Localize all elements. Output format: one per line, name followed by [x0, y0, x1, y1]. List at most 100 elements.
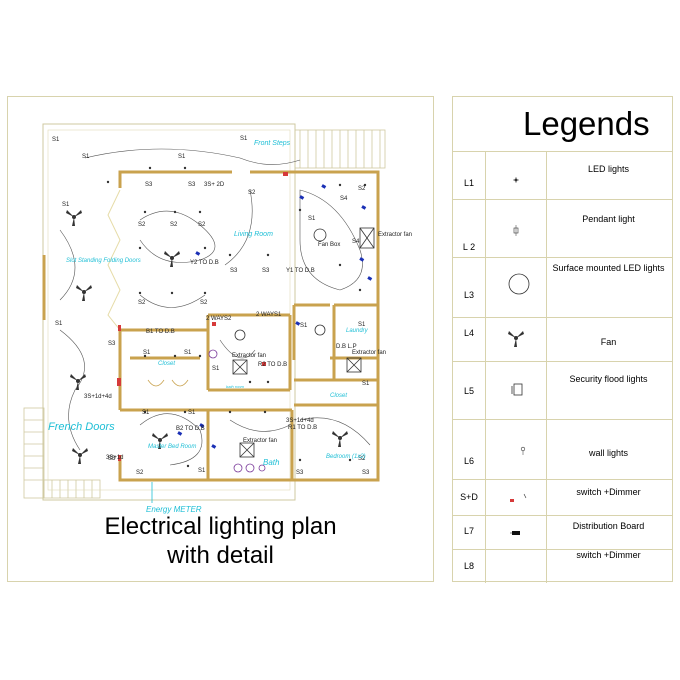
switch-label: S2	[170, 222, 178, 228]
energy-meter-label: Energy METER	[146, 505, 202, 514]
switch-label: S1	[212, 366, 220, 372]
folding-doors	[107, 189, 121, 331]
legend-code: L1	[463, 178, 474, 188]
switch-label: S3	[188, 182, 196, 188]
switch-label: S2	[200, 300, 208, 306]
room-label: Slot Standing Folding Doors	[66, 258, 141, 264]
legend-row: L4 Fan	[453, 317, 672, 362]
switch-label: S1	[142, 410, 150, 416]
circuit-label: B1 TO D.B	[146, 329, 175, 335]
led-light-icon	[485, 152, 547, 200]
db-lp-label: D.B L.P	[336, 344, 357, 350]
switch-label: S1	[184, 350, 192, 356]
circuit-label: Y2 TO D.B	[190, 260, 219, 266]
switch-label: S1	[358, 322, 366, 328]
room-label: Laundry	[346, 328, 369, 334]
legend-code: L4	[463, 328, 474, 338]
legend-row: L1 LED lights	[453, 151, 672, 200]
legend-row: L 2 Pendant light	[453, 199, 672, 258]
legend-code: S+D	[460, 492, 478, 502]
legend-panel: Legends L1 LED lights L 2 Pendant light …	[452, 96, 673, 583]
circuit-label: B2 TO D.B	[176, 426, 205, 432]
legend-desc: Distribution Board	[572, 521, 645, 531]
switch-label: S2	[136, 470, 144, 476]
legend-desc: Fan	[600, 337, 617, 347]
bath-fixtures	[208, 349, 266, 473]
switch-label: S1	[62, 202, 70, 208]
legend-row: L7 Distribution Board	[453, 515, 672, 550]
switch-label: S2	[358, 186, 366, 192]
switch-label: S1	[55, 321, 63, 327]
circuit-label: R2 TO D.B	[258, 362, 287, 368]
room-label: Closet	[330, 393, 347, 399]
switch-dimmer-icon	[485, 480, 547, 516]
legend-desc: LED lights	[587, 164, 630, 174]
room-label: Bedroom (1x2)	[326, 454, 366, 460]
switch-label: S1	[82, 154, 90, 160]
distribution-board-icon	[485, 516, 547, 550]
legend-desc: switch +Dimmer	[576, 487, 641, 497]
legend-code: L7	[463, 526, 474, 536]
switch-label: S3	[296, 470, 304, 476]
extractor-fan-icon	[232, 227, 375, 458]
legend-desc: switch +Dimmer	[576, 550, 641, 560]
legend-code: L6	[463, 456, 474, 466]
room-label: Front Steps	[254, 140, 291, 147]
circuit-label: Y1 TO D.B	[286, 268, 315, 274]
switch-label: S2	[138, 300, 146, 306]
legend-row: L5 Security flood lights	[453, 361, 672, 420]
two-way-label: 2 WAYS1	[256, 312, 282, 318]
room-label: Master Bed Room	[148, 444, 196, 450]
led-light-icon	[106, 166, 367, 468]
switch-label: S1	[178, 154, 186, 160]
closet-doors	[147, 379, 189, 387]
fan-icon	[66, 210, 348, 464]
legend-code: L8	[463, 561, 474, 571]
walls	[118, 170, 380, 482]
switch-label: S3	[262, 268, 270, 274]
switch-group-label: 3S+1d+4d	[84, 394, 112, 400]
plan-caption: Electrical lighting plan with detail	[7, 512, 434, 570]
pendant-light-icon	[485, 200, 547, 258]
switch-group-label: 3S+1d+4d	[286, 418, 314, 424]
caption-line-2: with detail	[167, 542, 274, 569]
switch-label: S1	[240, 136, 248, 142]
extractor-fan-label: Extractor fan	[243, 438, 277, 444]
legend-desc: Security flood lights	[569, 374, 648, 384]
switch-group-label: 3S+1d	[106, 455, 124, 461]
switch-label: S4	[340, 196, 348, 202]
switch-labels: S1 S1 S1 S1 S3 S3 S2 S1 S2 S2 S2 S3 S3 S…	[52, 136, 370, 476]
switch-label: S3	[145, 182, 153, 188]
switch-label: S2	[248, 190, 256, 196]
room-label: Living Room	[234, 231, 273, 238]
room-label: French Doors	[48, 421, 115, 433]
front-steps-stairs	[294, 129, 386, 169]
plan-sheet	[7, 96, 434, 582]
switch-label: S3	[108, 456, 116, 462]
extractor-fan-label: Extractor fan	[352, 350, 386, 356]
legend-title: Legends	[523, 105, 650, 142]
switch-label: S1	[362, 381, 370, 387]
legend-desc: Pendant light	[582, 214, 635, 224]
room-label: bath room	[226, 384, 245, 389]
wiring	[59, 148, 371, 466]
legend-row: L6 wall lights	[453, 419, 672, 480]
circuit-label: R1 TO D.B	[288, 425, 317, 431]
legend-row: L8 switch +Dimmer	[453, 549, 672, 583]
switch-label: S4	[352, 239, 360, 245]
room-label: Bath	[263, 458, 280, 467]
switch-label: S3	[362, 470, 370, 476]
switch-label: S2	[358, 456, 366, 462]
fan-icon	[485, 318, 547, 362]
legend-symbol-empty	[485, 550, 547, 583]
annotations: Fan Box Extractor fan Extractor fan Extr…	[84, 182, 412, 461]
switch-label: S3	[108, 341, 116, 347]
distribution-board-icon	[117, 172, 288, 461]
switch-label: S1	[198, 468, 206, 474]
switch-label: S1	[308, 216, 316, 222]
switch-label: S2	[198, 222, 206, 228]
room-labels: Front Steps Living Room Slot Standing Fo…	[48, 140, 369, 514]
surface-led-icon	[485, 258, 547, 318]
extractor-fan-label: Extractor fan	[378, 232, 412, 238]
